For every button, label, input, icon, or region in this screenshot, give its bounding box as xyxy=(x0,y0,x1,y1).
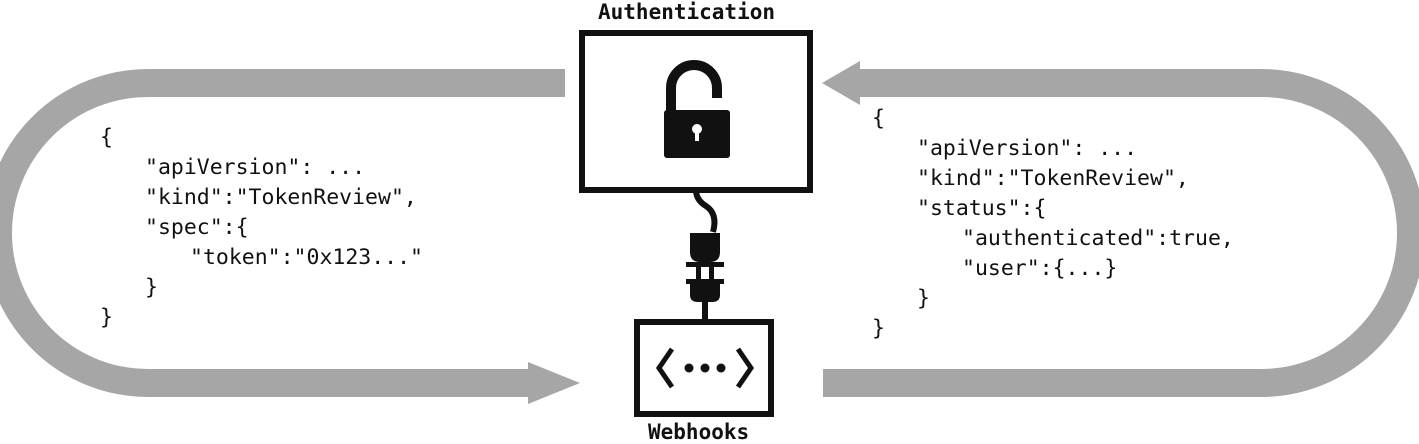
request-flow-arrow xyxy=(0,69,580,404)
code-line: "kind":"TokenReview", xyxy=(145,185,417,210)
response-arrowhead xyxy=(822,61,860,105)
code-line: { xyxy=(100,125,113,150)
code-line: "kind":"TokenReview", xyxy=(917,166,1189,191)
response-flow-arrow xyxy=(822,61,1419,397)
authentication-label: Authentication xyxy=(598,0,776,24)
power-plug-icon xyxy=(686,189,724,321)
request-arrowhead xyxy=(528,362,580,404)
code-brackets-icon xyxy=(655,347,755,389)
code-line: { xyxy=(872,106,885,131)
webhooks-label: Webhooks xyxy=(648,420,750,444)
code-line: "spec":{ xyxy=(145,215,249,240)
code-line: } xyxy=(917,286,930,311)
token-review-response-json: { "apiVersion": ... "kind":"TokenReview"… xyxy=(872,104,1234,344)
code-line: "token":"0x123..." xyxy=(190,245,423,270)
code-line: "user":{...} xyxy=(962,256,1118,281)
code-line: } xyxy=(872,316,885,341)
code-line: "status":{ xyxy=(917,196,1047,221)
code-line: } xyxy=(100,305,113,330)
unlocked-padlock-icon xyxy=(664,60,730,158)
code-line: } xyxy=(145,275,158,300)
code-line: "apiVersion": ... xyxy=(145,155,366,180)
token-review-request-json: { "apiVersion": ... "kind":"TokenReview"… xyxy=(100,123,423,333)
code-line: "authenticated":true, xyxy=(962,226,1234,251)
code-line: "apiVersion": ... xyxy=(917,136,1138,161)
